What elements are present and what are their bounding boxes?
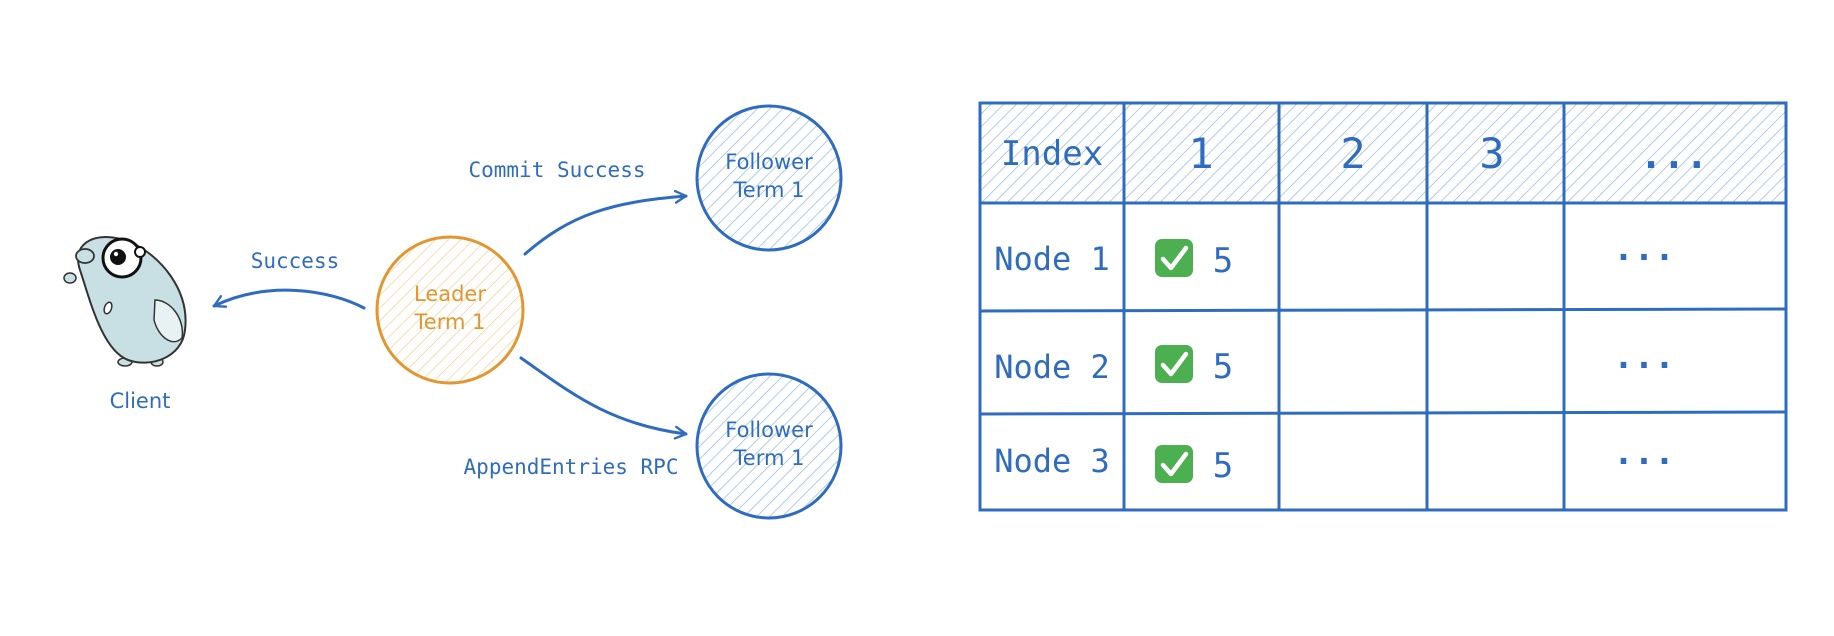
table-row: Node 2 5 ... [994,337,1675,387]
row-3-ellipsis: ... [1613,433,1674,473]
table-header-row [980,103,1786,203]
row-3-index-1-term: 5 [1213,446,1233,486]
check-mark-icon [1155,345,1193,383]
commit-success-arrow [523,189,688,256]
follower-top-term-label: Term 1 [733,178,805,202]
check-mark-icon [1155,239,1193,277]
table-row: Node 3 5 ... [994,433,1675,486]
row-2-ellipsis: ... [1613,337,1674,377]
table-row: Node 1 5 ... [994,229,1675,281]
row-label-node-3: Node 3 [994,442,1110,480]
append-entries-arrow [519,356,688,440]
row-1-ellipsis: ... [1613,229,1674,269]
row-label-node-1: Node 1 [994,240,1110,278]
follower-bottom-role-label: Follower [725,418,813,442]
follower-node-top: Follower Term 1 [695,104,843,252]
table-header-col-2: 2 [1340,129,1365,178]
row-label-node-2: Node 2 [994,348,1110,386]
follower-node-bottom: Follower Term 1 [695,372,843,520]
follower-bottom-term-label: Term 1 [733,446,805,470]
row-2-index-1-term: 5 [1213,347,1233,387]
success-arrow [212,288,366,310]
leader-term-label: Term 1 [414,310,486,334]
log-table: Index 1 2 3 ... Node 1 5 ... Node 2 5 ..… [978,101,1788,512]
success-label: Success [251,249,340,273]
append-entries-label: AppendEntries RPC [464,455,679,479]
table-header-index: Index [1001,134,1103,174]
leader-role-label: Leader [414,282,486,306]
table-header-col-3: 3 [1479,129,1504,178]
gopher-icon [63,236,187,367]
row-1-index-1-term: 5 [1213,241,1233,281]
check-mark-icon [1155,445,1193,483]
client-label: Client [110,389,171,413]
commit-success-label: Commit Success [468,158,645,182]
leader-node: Leader Term 1 [375,235,525,385]
follower-top-role-label: Follower [725,150,813,174]
table-header-ellipsis: ... [1640,133,1709,177]
table-header-col-1: 1 [1188,129,1213,178]
